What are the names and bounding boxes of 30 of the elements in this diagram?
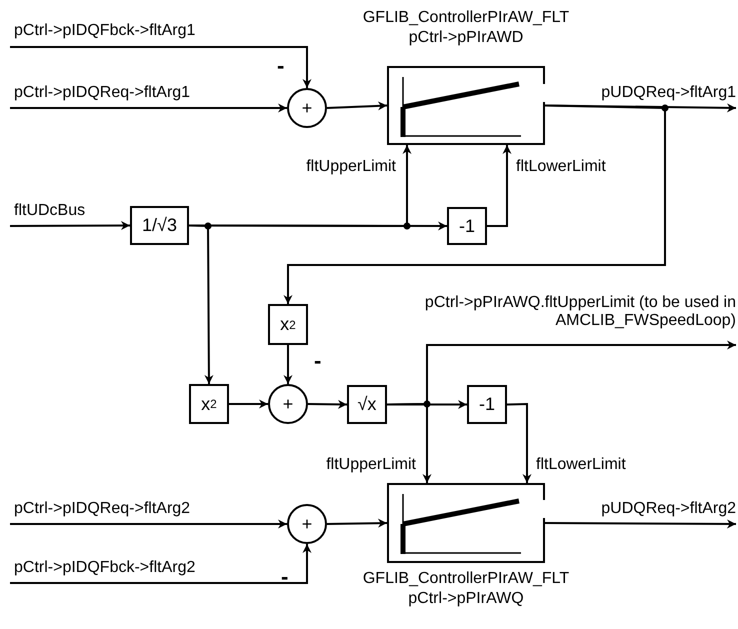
signal-arrow bbox=[284, 345, 292, 384]
signal-arrow bbox=[326, 518, 388, 528]
signal-arrow bbox=[188, 224, 214, 384]
signal-arrow bbox=[487, 145, 512, 227]
summing-junction: + bbox=[268, 384, 308, 424]
signal-arrow bbox=[229, 400, 268, 408]
function-name: GFLIB_ControllerPIrAW_FLT bbox=[362, 569, 570, 589]
gain-block: -1 bbox=[447, 207, 487, 245]
signal-arrow bbox=[10, 46, 312, 88]
signal-arrow bbox=[326, 101, 388, 110]
signal-arrow bbox=[10, 221, 130, 230]
instance-name: pCtrl->pPIrAWD bbox=[408, 28, 524, 48]
signal-arrow bbox=[10, 544, 312, 584]
minus-sign: - bbox=[314, 352, 322, 370]
signal-arrow bbox=[10, 104, 287, 112]
signal-arrow bbox=[506, 402, 532, 483]
minus-sign: - bbox=[277, 57, 284, 75]
summing-junction: + bbox=[287, 88, 327, 128]
gain-block: 1/√3 bbox=[130, 206, 189, 245]
signal-arrow bbox=[10, 520, 287, 528]
square-root-block: √x bbox=[347, 385, 387, 424]
minus-sign: - bbox=[281, 568, 288, 586]
signal-arrow bbox=[545, 519, 736, 528]
instance-name: pCtrl->pPIrAWQ bbox=[408, 589, 524, 609]
signal-arrow bbox=[284, 104, 666, 304]
signal-arrow bbox=[386, 402, 432, 483]
summing-junction: + bbox=[287, 504, 327, 544]
gain-block: -1 bbox=[467, 385, 507, 424]
signal-arrow bbox=[308, 400, 348, 409]
function-name: GFLIB_ControllerPIrAW_FLT bbox=[362, 8, 570, 28]
